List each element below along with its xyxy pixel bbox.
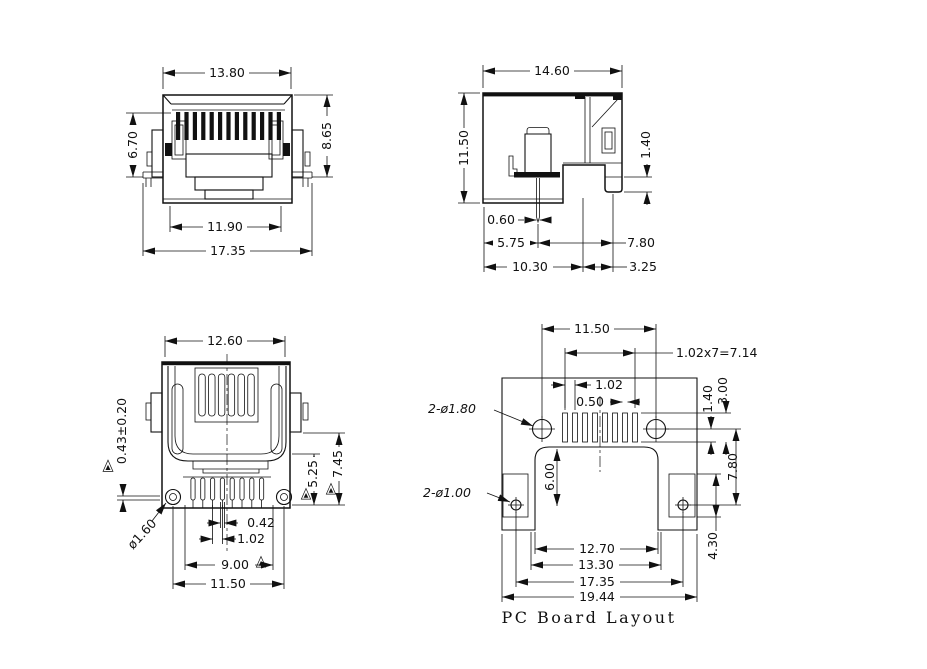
inspection-triangle [102,459,114,472]
dim-pcb-hole-span-bottom: 17.35 [579,574,615,589]
dim-side-width-top: 14.60 [534,63,570,78]
inspection-triangle [255,556,267,568]
callout-holes-small: 2-ø1.00 [423,485,471,500]
dim-front-height-left: 6.70 [125,125,140,165]
dim-pcb-slot-length: 3.00 [715,377,730,405]
dim-side-height-left: 11.50 [456,128,471,168]
dim-bottom-post-span: 11.50 [210,576,246,591]
dim-bottom-pin-width: 0.42 [247,515,275,530]
svg-text:6.70: 6.70 [125,131,140,159]
locating-peg [524,133,552,175]
side-view: 14.60 11.50 1.40 0.60 5.75 [456,63,657,274]
dim-pcb-cutout-width: 12.70 [579,541,615,556]
dim-pcb-vertical-span: 7.80 [725,453,740,481]
callout-holes-large: 2-ø1.80 [428,401,476,416]
dim-pcb-width-inner: 13.30 [578,557,614,572]
svg-text:7.80: 7.80 [725,453,740,481]
dim-side-step-dist: 10.30 [512,259,548,274]
svg-text:0.43±0.20: 0.43±0.20 [114,398,129,464]
svg-text:3.00: 3.00 [715,377,730,405]
front-outline [162,94,293,204]
pcb-dimensions: 11.50 1.02x7=7.14 1.02 0.50 2-ø1.80 2-ø1… [423,321,758,604]
svg-text:1.40: 1.40 [638,131,653,159]
latch-right [289,392,302,433]
side-wing-right [291,129,304,178]
dim-bottom-height-outer: 7.45 [330,447,345,481]
side-clip [508,155,518,177]
plug-cavity [185,153,273,178]
side-view-linework [482,92,623,224]
dim-side-foot-dist: 7.80 [627,235,655,250]
dim-front-width-outer: 17.35 [210,243,246,258]
dim-side-pin-width: 0.60 [487,212,515,227]
dim-bottom-post-dia: ø1.60 [124,516,159,552]
dim-pcb-pitch-total: 1.02x7=7.14 [676,345,758,360]
pcb-outline [501,377,698,531]
latch-left [150,392,163,433]
post-left [164,488,182,506]
svg-text:6.00: 6.00 [542,463,557,491]
dim-bottom-width-top: 12.60 [207,333,243,348]
inspection-triangle [325,483,337,495]
dim-pcb-slot-width: 0.50 [576,394,604,409]
dim-bottom-pitch: 1.02 [237,531,265,546]
side-wing-left [151,129,164,178]
svg-text:5.25: 5.25 [305,460,320,488]
side-slot [601,127,616,154]
bottom-view: 12.60 0.43±0.20 ø1.60 0.42 1.02 9.0 [102,333,345,591]
pcb-layout-caption: PC Board Layout [501,608,676,627]
svg-text:7.45: 7.45 [330,450,345,478]
front-view-linework [142,94,313,204]
front-view-dimensions: 13.80 6.70 8.65 11.90 17.35 [125,65,334,258]
side-pin [536,178,540,224]
svg-text:8.65: 8.65 [319,122,334,150]
pcb-layout-view: 11.50 1.02x7=7.14 1.02 0.50 2-ø1.80 2-ø1… [423,321,758,627]
dim-front-width-inner: 11.90 [207,219,243,234]
post-right [275,488,293,506]
bottom-comb [194,367,259,423]
dim-pcb-hole-span-top: 11.50 [574,321,610,336]
bottom-view-dimensions: 12.60 0.43±0.20 ø1.60 0.42 1.02 9.0 [102,333,345,591]
dim-side-pin-offset: 5.75 [497,235,525,250]
dim-bottom-pin-span: 9.00 [221,557,249,572]
svg-text:1.40: 1.40 [700,385,715,413]
side-view-dimensions: 14.60 11.50 1.40 0.60 5.75 [456,63,657,274]
svg-text:4.30: 4.30 [705,532,720,560]
dim-bottom-height-inner: 5.25 [305,457,320,491]
front-view: 13.80 6.70 8.65 11.90 17.35 [125,65,334,258]
dim-pcb-tab-height: 4.30 [705,532,720,560]
dim-pcb-width-total: 19.44 [579,589,615,604]
dim-bottom-standoff: 0.43±0.20 [114,398,129,464]
svg-text:11.50: 11.50 [456,130,471,166]
side-outline [482,92,623,204]
dim-front-width-top: 13.80 [209,65,245,80]
dim-pcb-slot-low: 1.40 [700,385,715,413]
svg-text:ø1.60: ø1.60 [124,516,159,552]
pcb-tab-right [668,473,696,518]
dim-pcb-cutout-depth: 6.00 [542,463,557,491]
pcb-tab-left [502,473,529,518]
dim-side-foot-height: 1.40 [638,131,653,159]
front-contact-teeth [176,112,281,140]
dim-pcb-pitch: 1.02 [595,377,623,392]
dim-front-height-right: 8.65 [319,116,334,156]
dim-side-foot-step: 3.25 [629,259,657,274]
